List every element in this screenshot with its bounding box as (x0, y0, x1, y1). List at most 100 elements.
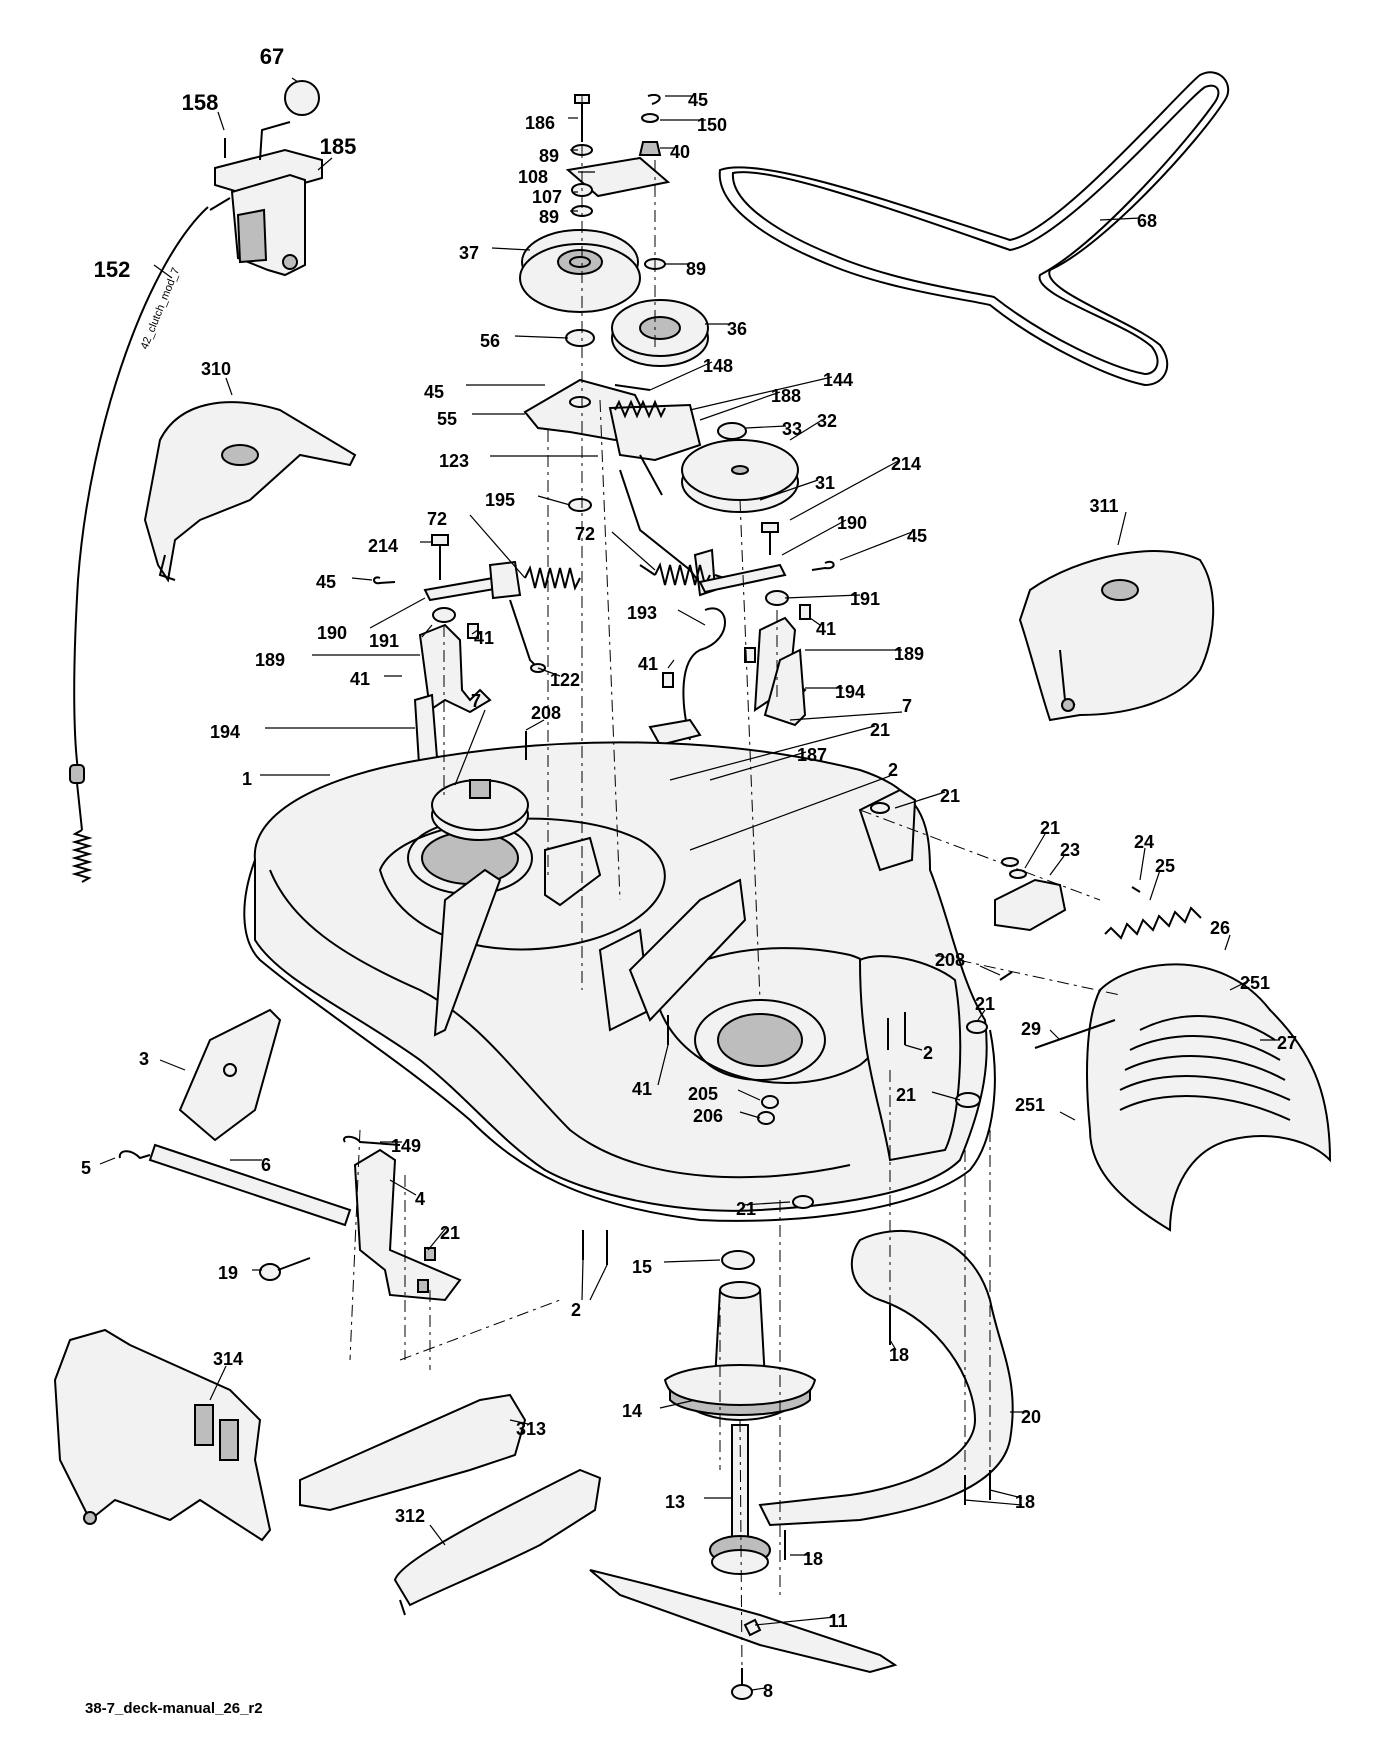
callout-label-205: 205 (688, 1084, 718, 1104)
rod-29 (1034, 1019, 1116, 1049)
spring-72-left (524, 565, 581, 591)
callout-label-185: 185 (320, 134, 357, 159)
callout-label-311: 311 (1089, 496, 1118, 516)
shield-310 (143, 401, 357, 583)
callout-label-24: 24 (1134, 832, 1154, 852)
cable-stamp: 42_clutch_mod_7 (139, 266, 183, 351)
callout-label-1: 1 (242, 769, 252, 789)
callout-label-55: 55 (437, 409, 457, 429)
spindle-assembly (663, 1250, 817, 1575)
callout-label-56: 56 (480, 331, 500, 351)
spring-148 (614, 399, 666, 419)
callout-label-107: 107 (532, 187, 562, 207)
callout-label-186: 186 (525, 113, 555, 133)
callout-label-19: 19 (218, 1263, 238, 1283)
callout-label-310: 310 (201, 359, 231, 379)
callout-label-21a: 21 (870, 720, 890, 740)
shield-313 (299, 1393, 527, 1512)
discharge-chute-27 (1086, 963, 1332, 1232)
callout-label-89c: 89 (686, 259, 706, 279)
mower-deck (243, 741, 996, 1222)
callout-label-45a: 45 (688, 90, 708, 110)
callout-label-144: 144 (823, 370, 853, 390)
callout-label-2c: 2 (571, 1300, 581, 1320)
idler-arm (523, 378, 747, 597)
callout-label-21f: 21 (736, 1199, 756, 1219)
callout-label-89b: 89 (539, 207, 559, 227)
callout-label-7a: 7 (471, 691, 481, 711)
callout-label-36: 36 (727, 319, 747, 339)
callout-label-8: 8 (763, 1681, 773, 1701)
callout-label-191b: 191 (850, 589, 880, 609)
callout-label-37: 37 (459, 243, 479, 263)
callout-label-72a: 72 (427, 509, 447, 529)
callout-label-25: 25 (1155, 856, 1175, 876)
lever-190-right (662, 522, 835, 688)
callout-label-20: 20 (1021, 1407, 1041, 1427)
callout-label-89a: 89 (539, 146, 559, 166)
callout-label-158: 158 (182, 90, 219, 115)
callout-label-2a: 2 (888, 760, 898, 780)
callout-label-194a: 194 (835, 682, 865, 702)
callout-label-2b: 2 (923, 1043, 933, 1063)
leader-lines (99, 77, 1280, 1691)
callout-label-195: 195 (485, 490, 515, 510)
lift-bracket-3 (178, 1008, 282, 1142)
callout-label-41e: 41 (632, 1079, 652, 1099)
callout-label-191a: 191 (369, 631, 399, 651)
callout-label-148: 148 (703, 356, 733, 376)
callout-label-15: 15 (632, 1257, 652, 1277)
callout-label-18c: 18 (803, 1549, 823, 1569)
blade-11 (589, 1569, 898, 1674)
callout-label-32: 32 (817, 411, 837, 431)
callout-label-189b: 189 (894, 644, 924, 664)
callout-label-150: 150 (697, 115, 727, 135)
callout-label-214a: 214 (891, 454, 921, 474)
callout-label-29: 29 (1021, 1019, 1041, 1039)
callout-label-214b: 214 (368, 536, 398, 556)
callout-label-152: 152 (94, 257, 131, 282)
callout-label-312: 312 (395, 1506, 425, 1526)
callout-label-187: 187 (797, 745, 827, 765)
callout-label-14: 14 (622, 1401, 642, 1421)
assembly-lines (349, 96, 1121, 1671)
callout-label-190b: 190 (317, 623, 347, 643)
callout-labels: 6715818515231018689108107893756451504089… (81, 44, 1297, 1701)
callout-label-193: 193 (627, 603, 657, 623)
callout-label-3: 3 (139, 1049, 149, 1069)
callout-label-21c: 21 (1040, 818, 1060, 838)
callout-label-45d: 45 (316, 572, 336, 592)
callout-label-108: 108 (518, 167, 548, 187)
callout-label-7b: 7 (902, 696, 912, 716)
callout-label-26: 26 (1210, 918, 1230, 938)
callout-label-41d: 41 (638, 654, 658, 674)
callout-label-6: 6 (261, 1155, 271, 1175)
shield-312 (393, 1468, 602, 1616)
callout-label-314: 314 (213, 1349, 243, 1369)
callout-label-194b: 194 (210, 722, 240, 742)
callout-label-13: 13 (665, 1492, 685, 1512)
spring-25 (1104, 886, 1202, 940)
bolt-19 (259, 1257, 311, 1281)
callout-label-208a: 208 (531, 703, 561, 723)
callout-label-27: 27 (1277, 1033, 1297, 1053)
drawing-caption: 38-7_deck-manual_26_r2 (85, 1700, 263, 1717)
callout-label-189a: 189 (255, 650, 285, 670)
hanger-4 (343, 1135, 462, 1302)
shield-311 (1018, 550, 1215, 722)
callout-label-123: 123 (439, 451, 469, 471)
callout-label-41c: 41 (350, 669, 370, 689)
callout-label-11: 11 (828, 1611, 847, 1631)
idler-pulley-37 (519, 229, 641, 313)
callout-label-31: 31 (815, 473, 835, 493)
callout-label-40: 40 (670, 142, 690, 162)
callout-label-4: 4 (415, 1189, 425, 1209)
callout-label-45b: 45 (424, 382, 444, 402)
bracket-23 (994, 857, 1067, 932)
callout-label-18a: 18 (889, 1345, 909, 1365)
callout-label-188: 188 (771, 386, 801, 406)
bolt-8 (731, 1668, 753, 1700)
callout-label-21g: 21 (440, 1223, 460, 1243)
callout-label-251b: 251 (1015, 1095, 1045, 1115)
